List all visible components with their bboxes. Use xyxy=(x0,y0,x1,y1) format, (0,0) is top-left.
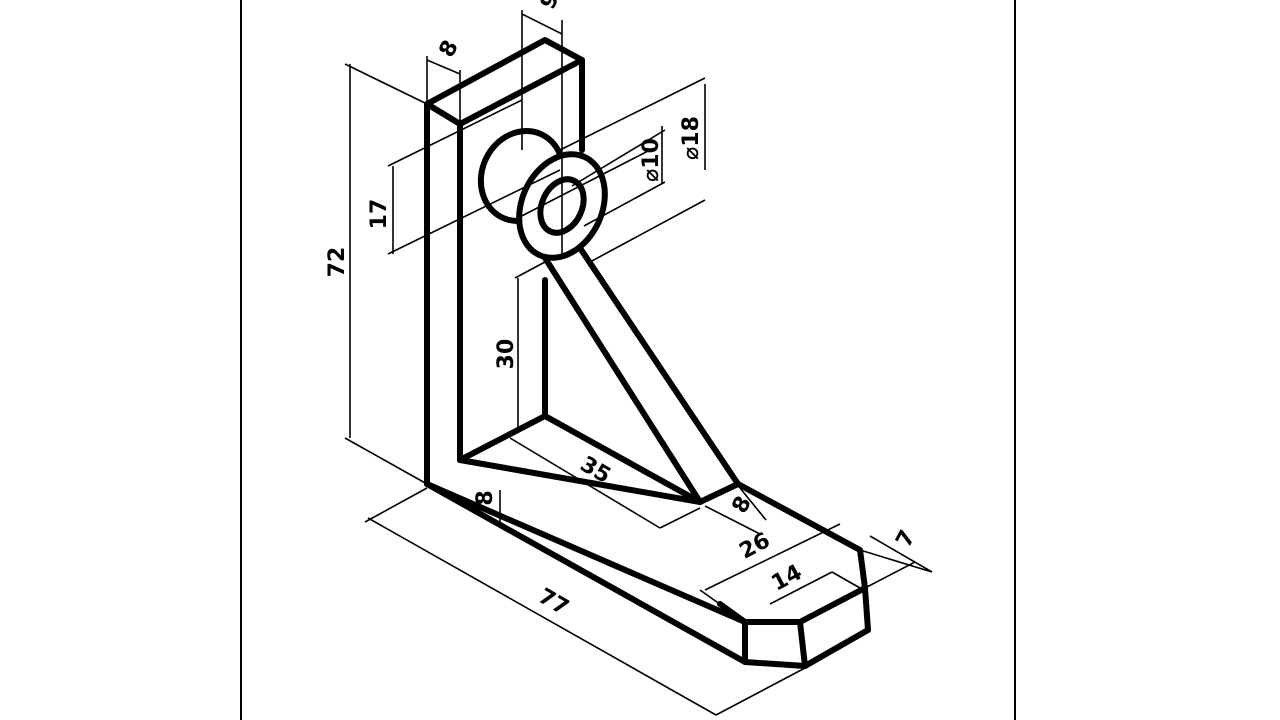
base-bottom-edge xyxy=(424,481,748,665)
dim-8-rib: 8 xyxy=(728,492,757,517)
part-outline xyxy=(424,37,871,669)
boss-hole-ellipse xyxy=(537,176,587,236)
base-front-top-edge xyxy=(424,481,748,625)
base-end-side xyxy=(797,585,871,669)
dim-17: 17 xyxy=(367,199,392,230)
rib-top-edge xyxy=(577,245,741,487)
dim-7: 7 xyxy=(892,526,921,551)
dim-9-top: 9 xyxy=(536,0,565,14)
dim-8-top: 8 xyxy=(435,36,464,61)
dim-diameter-18: ⌀18 xyxy=(679,116,704,160)
base-top-right-edge xyxy=(697,481,741,505)
base-upper-edge xyxy=(457,457,703,505)
base-inner-back-edge xyxy=(457,413,548,463)
dim-72: 72 xyxy=(325,247,350,278)
base-top-back-line xyxy=(542,413,703,505)
rib-front-edge xyxy=(542,255,703,505)
dim-30: 30 xyxy=(494,339,519,370)
base-end-front-face xyxy=(742,619,808,669)
dim-14: 14 xyxy=(768,560,807,596)
dim-8-base: 8 xyxy=(473,490,498,505)
page-border-left xyxy=(240,0,242,720)
page-border-right xyxy=(1014,0,1016,720)
dim-diameter-10: ⌀10 xyxy=(639,138,664,182)
dimension-lines xyxy=(344,10,933,716)
